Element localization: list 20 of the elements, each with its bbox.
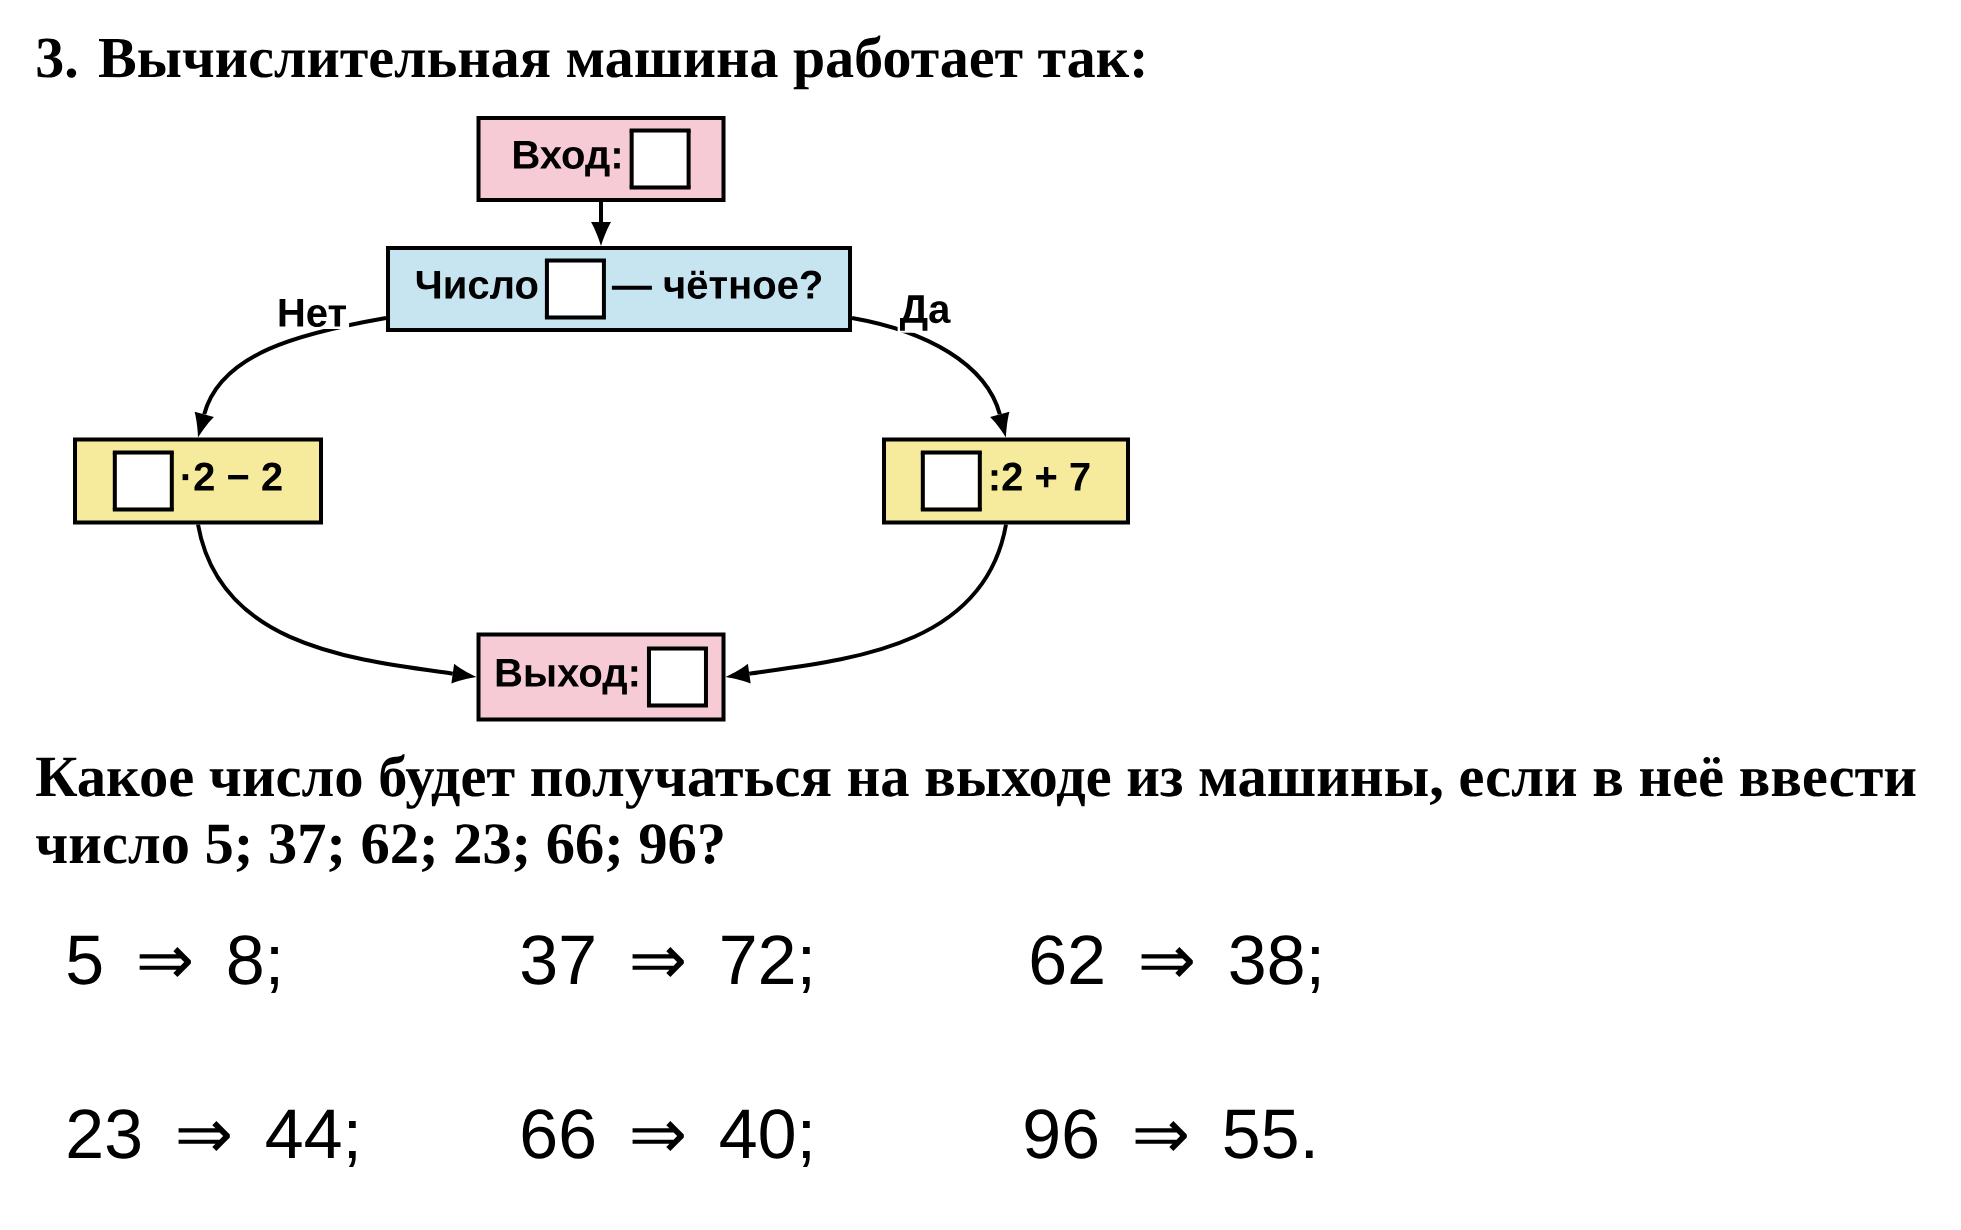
arrow	[851, 316, 1010, 438]
process-box: :2 + 7	[882, 437, 1130, 525]
answer-text: 23 ⇒ 44;	[68, 1109, 356, 1167]
question-text: Какое число будет получаться на выходе из машины, если в неё ввести число 5; 37; 62; 23; 66; 96?	[36, 754, 1916, 873]
arrow	[725, 523, 1008, 684]
title: 3. Вычислительная машина работает так:	[37, 35, 1144, 90]
input-box: Вход:	[476, 116, 726, 202]
arrow	[194, 316, 387, 438]
arrow	[196, 523, 477, 684]
edge-label: Нет	[274, 297, 350, 329]
answer-text: 96 ⇒ 55.	[1025, 1109, 1313, 1159]
edge-label: Да	[897, 293, 953, 333]
answer-text: 37 ⇒ 72;	[521, 935, 810, 993]
output-box: Выход:	[476, 632, 726, 722]
answer-text: 5 ⇒ 8;	[68, 935, 278, 993]
process-box: ·2 − 2	[73, 437, 323, 525]
answer-text: 62 ⇒ 38;	[1031, 935, 1319, 993]
condition-box: Число — чётное?	[386, 246, 852, 332]
answer-text: 66 ⇒ 40;	[522, 1109, 810, 1167]
arrow	[591, 202, 611, 246]
